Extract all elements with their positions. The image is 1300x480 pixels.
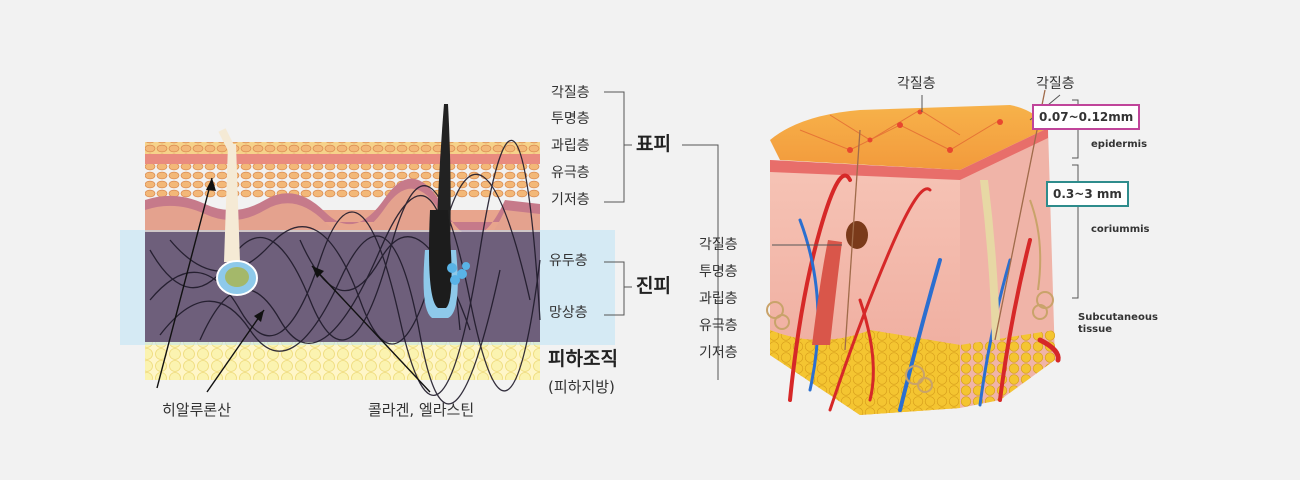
collagen-callout: 콜라겐, 엘라스틴 xyxy=(368,401,475,419)
epidermis-layer-2: 투명층 xyxy=(551,111,590,127)
epidermis-layer-5: 기저층 xyxy=(551,192,590,208)
hyaluronic-callout: 히알루론산 xyxy=(162,401,232,419)
epidermis-layer-4: 유극층 xyxy=(551,165,590,181)
dermis-layer-2: 망상층 xyxy=(549,305,588,321)
left-skin-cross-section xyxy=(120,104,615,405)
dermis-en-label: coriummis xyxy=(1091,224,1150,235)
subcutaneous-en-label-2: tissue xyxy=(1078,324,1113,335)
top-label-1: 각질층 xyxy=(897,76,936,92)
epidermis-layer-3: 과립층 xyxy=(551,138,590,154)
right-skin-3d-block xyxy=(766,89,1061,415)
epidermis-layer-1: 각질층 xyxy=(551,85,590,101)
subcutaneous-sub-label: (피하지방) xyxy=(548,378,615,396)
side-layer-2: 투명층 xyxy=(699,264,738,280)
side-layer-1: 각질층 xyxy=(699,237,738,253)
subcutaneous-label: 피하조직 xyxy=(548,348,618,370)
epidermis-thickness-box: 0.07~0.12mm xyxy=(1032,104,1141,130)
side-layer-5: 기저층 xyxy=(699,345,738,361)
top-label-2: 각질층 xyxy=(1036,76,1075,92)
dermis-layer-1: 유두층 xyxy=(549,253,588,269)
side-layer-3: 과립층 xyxy=(699,291,738,307)
side-layer-4: 유극층 xyxy=(699,318,738,334)
epidermis-en-label: epidermis xyxy=(1091,139,1148,150)
subcutaneous-en-label-1: Subcutaneous xyxy=(1078,312,1158,323)
dermis-label: 진피 xyxy=(636,275,671,297)
dermis-thickness-box: 0.3~3 mm xyxy=(1046,181,1129,207)
epidermis-label: 표피 xyxy=(636,133,671,155)
layer-brackets xyxy=(604,91,719,380)
